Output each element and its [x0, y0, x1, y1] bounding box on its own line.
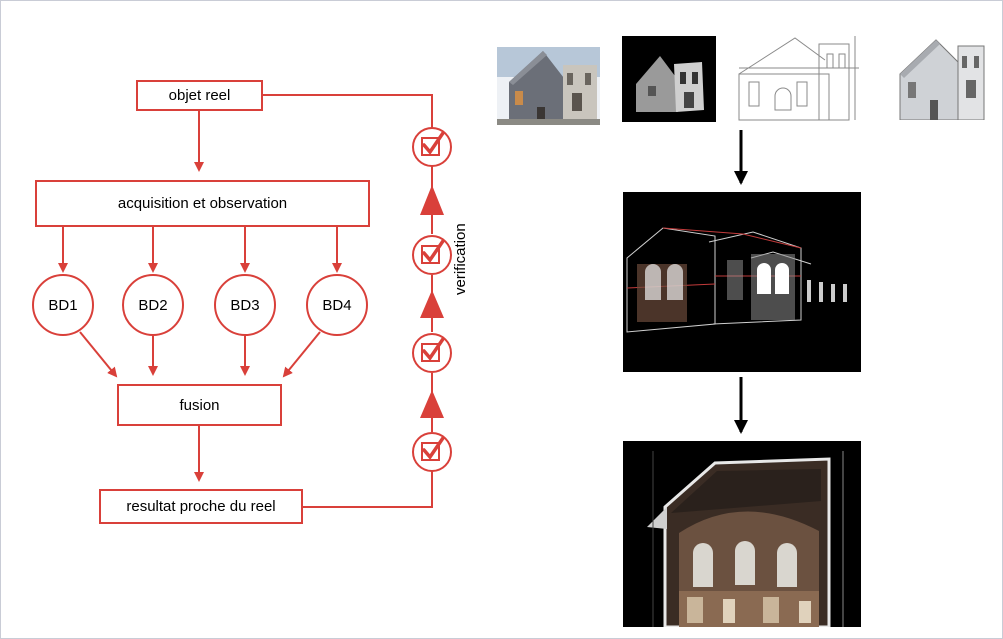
up-arrowhead-2	[420, 290, 444, 318]
box-fusion	[117, 384, 282, 426]
circle-bd2	[122, 274, 184, 336]
final-section-render	[623, 441, 861, 627]
up-arrowhead-3	[420, 390, 444, 418]
point-cloud-view	[622, 36, 716, 122]
arrow-bd1-fusion	[79, 331, 118, 378]
facade-photo	[497, 47, 600, 125]
check-icon-4	[412, 432, 452, 472]
box-resultat	[99, 489, 303, 524]
rendered-elevation	[886, 34, 986, 120]
check-icon-2	[412, 235, 452, 275]
box-objet-reel	[136, 80, 263, 111]
fused-3d-model	[623, 192, 861, 372]
label-acquisition: acquisition et observation	[117, 195, 288, 212]
label-bd4: BD4	[322, 296, 352, 314]
box-acquisition	[35, 180, 370, 227]
elevation-drawing	[735, 34, 860, 122]
verification-loop-bottom	[302, 471, 433, 508]
circle-bd4	[306, 274, 368, 336]
arrow-bd4-fusion	[282, 331, 321, 378]
label-bd1: BD1	[48, 296, 78, 314]
label-resultat: resultat proche du reel	[126, 498, 276, 515]
circle-bd1	[32, 274, 94, 336]
check-icon-3	[412, 333, 452, 373]
label-fusion: fusion	[179, 396, 220, 414]
check-icon-1	[412, 127, 452, 167]
label-bd3: BD3	[230, 296, 260, 314]
label-bd2: BD2	[138, 296, 168, 314]
circle-bd3	[214, 274, 276, 336]
verification-label: verification	[452, 223, 469, 295]
label-objet-reel: objet reel	[168, 87, 231, 104]
up-arrowhead-1	[420, 185, 444, 215]
verification-loop-top	[262, 94, 433, 129]
